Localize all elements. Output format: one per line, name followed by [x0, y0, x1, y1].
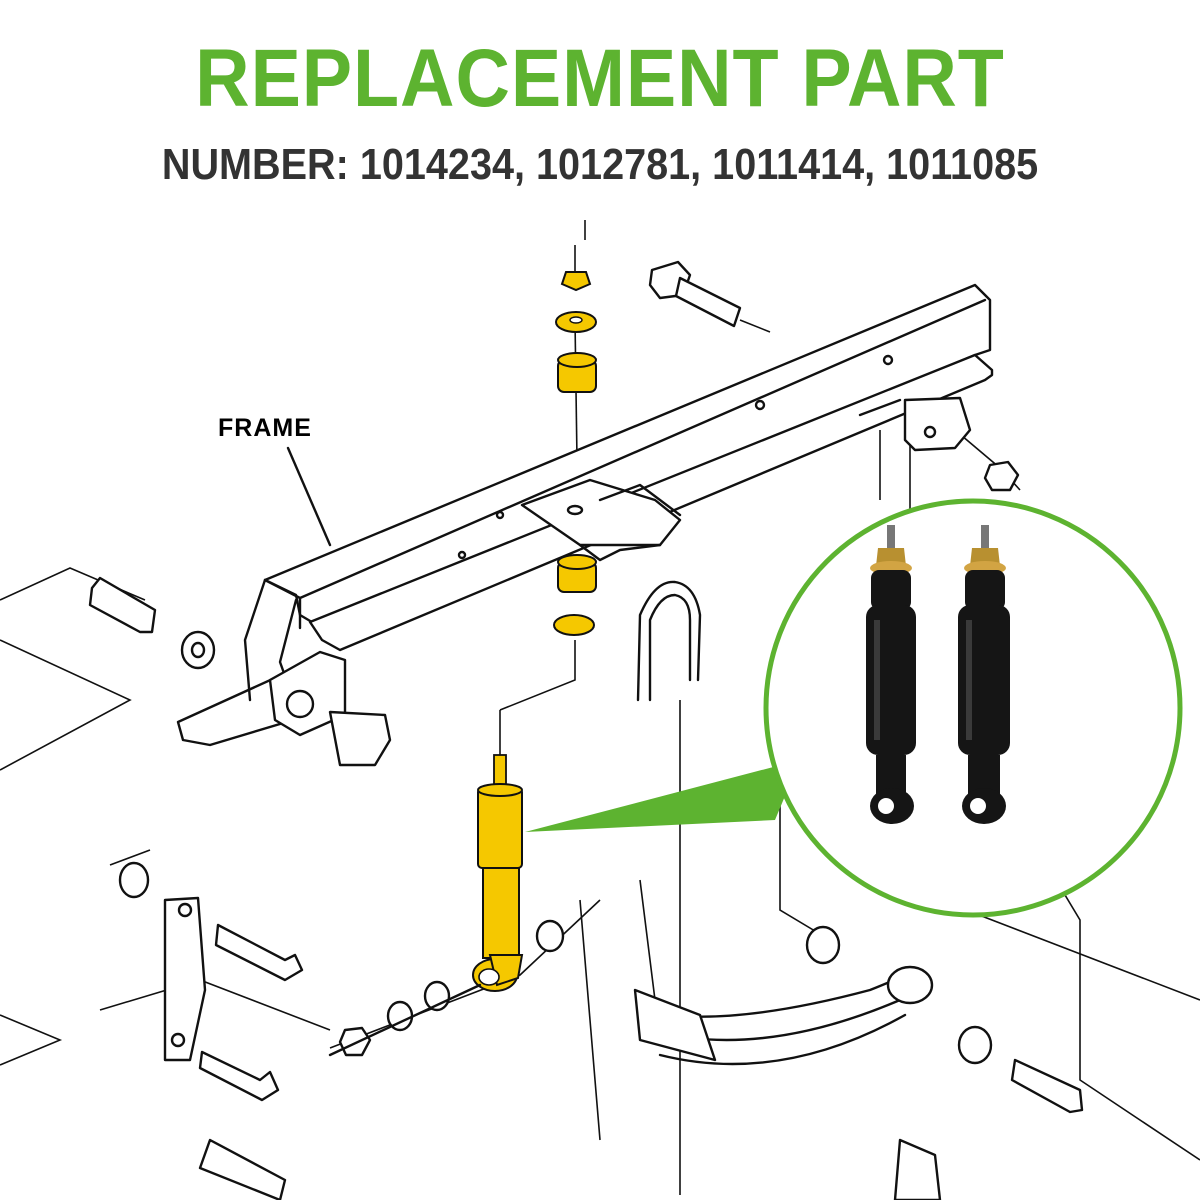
shock-absorber-icon [472, 754, 524, 992]
upper-bolt-icon [648, 260, 742, 328]
shock-photo-right [958, 525, 1010, 824]
frame-leader-line [286, 446, 332, 547]
u-bolt-icon [636, 580, 702, 702]
page-title: REPLACEMENT PART [195, 33, 1005, 124]
callout-pointer [525, 760, 800, 832]
shock-absorber-pair-icon [763, 498, 1183, 918]
leaf-spring-icon [633, 965, 942, 1200]
rear-nut-icon [983, 460, 1020, 492]
frame-rail [176, 283, 994, 767]
left-hardware [88, 576, 304, 1200]
lower-hardware [328, 919, 565, 1057]
right-hardware [805, 925, 1084, 1114]
frame-label: FRAME [218, 414, 312, 442]
part-numbers: NUMBER: 1014234, 1012781, 1011414, 10110… [161, 140, 1039, 189]
top-mount-parts [553, 271, 597, 636]
shock-photo-left [866, 525, 916, 824]
